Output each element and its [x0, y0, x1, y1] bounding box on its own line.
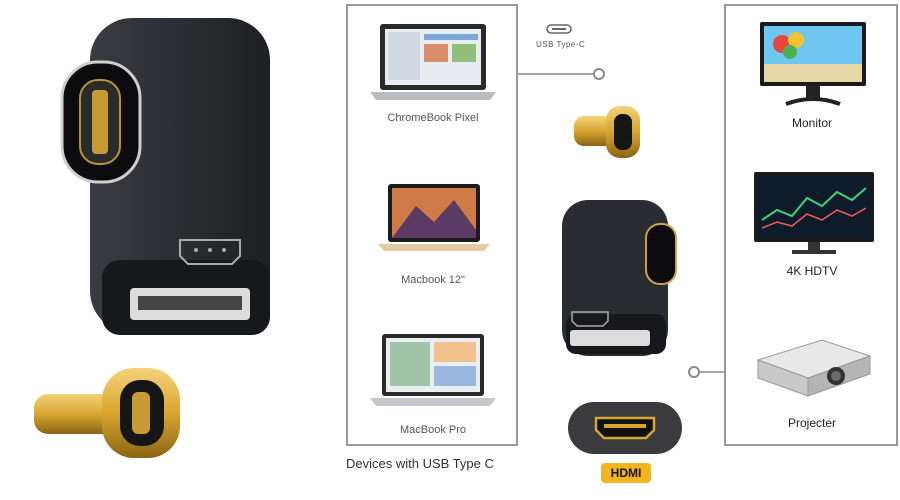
left-panel-caption: Devices with USB Type C: [346, 456, 494, 471]
device-label-monitor: Monitor: [791, 116, 832, 130]
magnetic-tip-image: [34, 368, 180, 458]
monitor-icon: [760, 22, 866, 106]
hdmi-port-icon: [568, 402, 682, 454]
device-label-macbook-pro: MacBook Pro: [399, 424, 467, 436]
hdmi-badge: HDMI: [601, 463, 651, 483]
connection-line-left: [518, 68, 605, 80]
adapter-small-image: [562, 200, 677, 356]
projector-icon: [756, 339, 872, 397]
display-devices-panel: Monitor 4K HDTV Projecter: [724, 4, 898, 446]
connection-line-right: [688, 366, 726, 378]
device-label-4k-hdtv: 4K HDTV: [786, 264, 838, 278]
chromebook-laptop-icon: [370, 24, 496, 100]
source-devices-panel: ChromeBook Pixel Macbook 12" MacBook Pro: [346, 4, 518, 446]
adapter-product-image: [60, 18, 270, 335]
macbook-laptop-icon: [378, 184, 490, 251]
magnetic-tip-small-image: [574, 106, 640, 158]
device-label-macbook-12: Macbook 12": [401, 274, 465, 286]
hdtv-icon: [754, 172, 874, 254]
device-label-chromebook: ChromeBook Pixel: [387, 112, 479, 124]
device-label-projecter: Projecter: [787, 416, 837, 430]
usb-type-c-port-icon: [546, 24, 572, 34]
usb-type-c-label: USB Type-C: [536, 40, 586, 49]
macbook-pro-laptop-icon: [370, 334, 496, 406]
